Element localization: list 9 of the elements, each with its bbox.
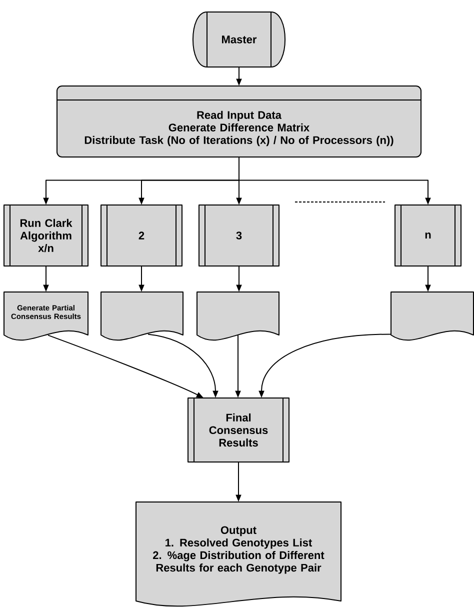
document-shape	[100, 292, 184, 341]
document-shape	[196, 292, 280, 341]
subprocess-box: 3	[198, 204, 280, 266]
process-box: Read Input Data Generate Difference Matrix Distribute Task (No of Iterations (x) / No of Processors (n))	[56, 86, 422, 158]
subprocess-box: Final Consensus Results	[188, 398, 290, 462]
subprocess-box: Run Clark Algorithm x/n	[4, 204, 88, 266]
subprocess-box: 2	[100, 204, 182, 266]
subprocess-box: n	[394, 204, 462, 266]
document-shape	[390, 292, 474, 341]
